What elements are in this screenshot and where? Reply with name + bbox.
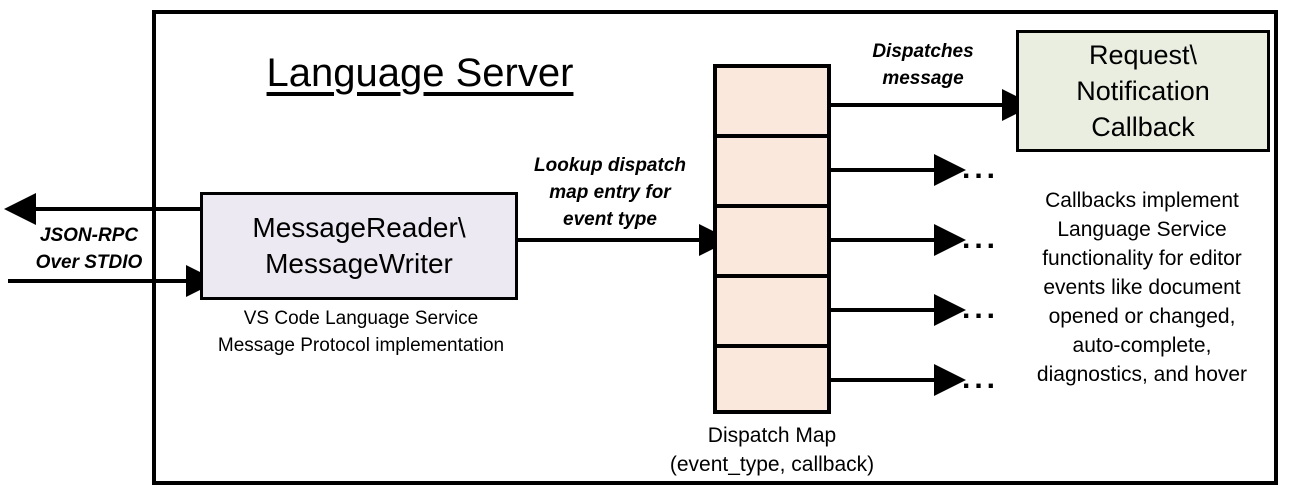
message-io-label-line2: MessageWriter: [265, 248, 453, 279]
callback-caption-line1: Callbacks implement: [1045, 189, 1239, 212]
edge-label-lookup-line1: Lookup dispatch: [534, 155, 686, 176]
message-io-caption-line1: VS Code Language Service: [243, 308, 479, 329]
dispatch-map-caption: Dispatch Map (event_type, callback): [640, 421, 904, 479]
dispatch-map-row-2[interactable]: [717, 138, 827, 208]
callback-label: Request\ Notification Callback: [1076, 37, 1210, 145]
callback-caption-line2: Language Service: [1057, 218, 1227, 241]
callback-caption-line3: functionality for editor: [1042, 247, 1242, 270]
edge-label-lookup-line3: event type: [563, 209, 657, 230]
dispatch-map-row-3[interactable]: [717, 208, 827, 278]
callback-node[interactable]: Request\ Notification Callback: [1016, 30, 1270, 152]
language-server-boundary: [152, 10, 1278, 485]
edge-label-jsonrpc-line1: JSON-RPC: [39, 225, 139, 246]
callback-caption-line4: events like document: [1043, 276, 1241, 299]
message-io-label-line1: MessageReader\: [252, 212, 466, 243]
edge-label-jsonrpc: JSON-RPC Over STDIO: [14, 222, 164, 276]
message-io-label: MessageReader\ MessageWriter: [252, 210, 465, 282]
dispatch-map-node[interactable]: [713, 64, 831, 414]
edge-label-lookup-line2: map entry for: [549, 182, 671, 203]
dispatch-map-row-1[interactable]: [717, 68, 827, 138]
message-io-caption: VS Code Language Service Message Protoco…: [176, 305, 546, 359]
edge-label-jsonrpc-line2: Over STDIO: [35, 252, 143, 273]
callback-caption: Callbacks implement Language Service fun…: [1008, 186, 1276, 389]
edge-label-dispatches-line2: message: [882, 68, 964, 89]
dispatch-map-caption-line1: Dispatch Map: [707, 424, 837, 447]
ellipsis-row-3: ...: [962, 222, 1000, 255]
callback-caption-line5: opened or changed,: [1048, 305, 1236, 328]
dispatch-map-caption-line2: (event_type, callback): [669, 453, 875, 476]
callback-caption-line7: diagnostics, and hover: [1036, 363, 1248, 386]
edge-label-lookup: Lookup dispatch map entry for event type: [512, 152, 708, 233]
callback-label-line2: Notification: [1076, 76, 1210, 106]
ellipsis-row-5: ...: [962, 362, 1000, 395]
page-title: Language Server: [266, 51, 574, 95]
edge-label-dispatches: Dispatches message: [834, 38, 1012, 92]
dispatch-map-row-4[interactable]: [717, 278, 827, 348]
message-io-node[interactable]: MessageReader\ MessageWriter: [200, 192, 518, 300]
message-io-caption-line2: Message Protocol implementation: [217, 335, 505, 356]
dispatch-map-row-5[interactable]: [717, 348, 827, 418]
ellipsis-row-2: ...: [962, 152, 1000, 185]
callback-label-line1: Request\: [1088, 40, 1198, 70]
callback-label-line3: Callback: [1091, 112, 1195, 142]
callback-caption-line6: auto-complete,: [1072, 334, 1212, 357]
edge-label-dispatches-line1: Dispatches: [872, 41, 974, 62]
ellipsis-row-4: ...: [962, 292, 1000, 325]
